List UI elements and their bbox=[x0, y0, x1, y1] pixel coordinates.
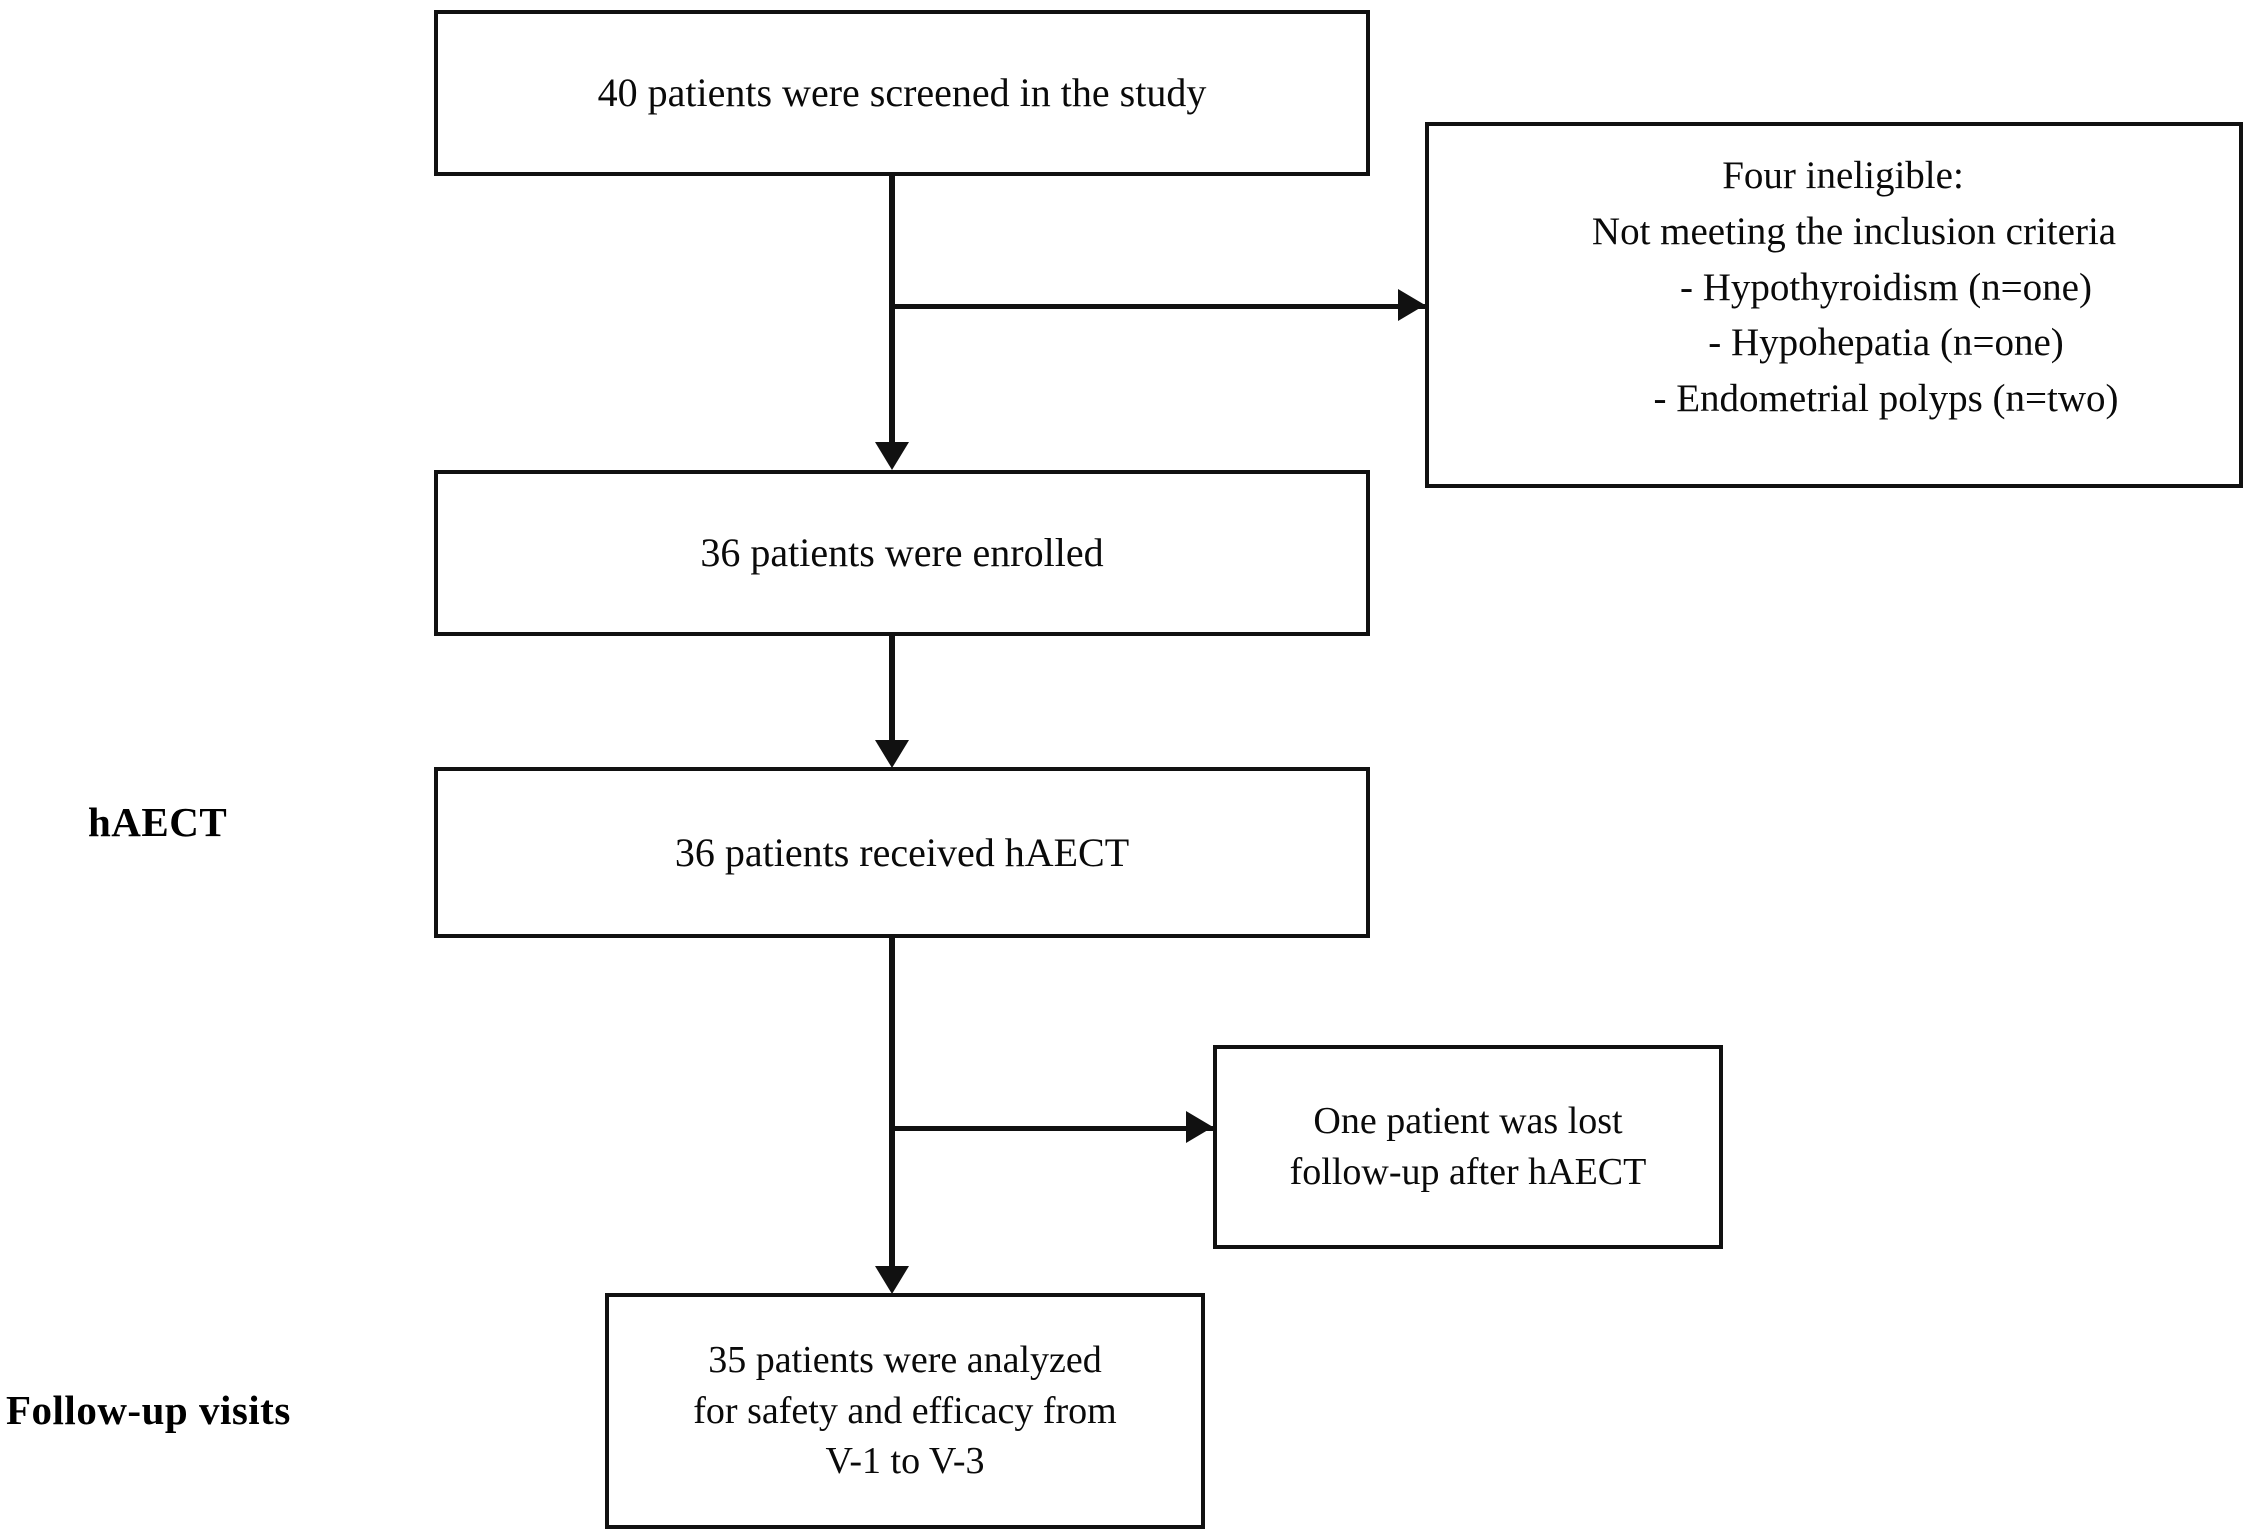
node-enrolled: 36 patients were enrolled bbox=[434, 470, 1370, 636]
node-screened-label: 40 patients were screened in the study bbox=[597, 70, 1207, 115]
node-analyzed-label: 35 patients were analyzed for safety and… bbox=[693, 1338, 1117, 1483]
node-lost-followup-label: One patient was lost follow-up after hAE… bbox=[1289, 1100, 1647, 1193]
ineligible-item-hypothyroidism: - Hypothyroidism (n=one) bbox=[1680, 265, 2092, 309]
connector-to-ineligible bbox=[892, 304, 1425, 309]
side-label-haect: hAECT bbox=[88, 799, 228, 845]
node-lost-followup: One patient was lost follow-up after hAE… bbox=[1213, 1045, 1723, 1249]
side-label-followup-visits: Follow-up visits bbox=[6, 1387, 291, 1433]
arrowhead-into-lost-followup bbox=[1186, 1111, 1213, 1143]
connector-enrolled-to-received bbox=[889, 636, 895, 742]
node-received-haect-label: 36 patients received hAECT bbox=[674, 829, 1130, 875]
ineligible-item-hypohepatia: - Hypohepatia (n=one) bbox=[1708, 321, 2064, 365]
node-analyzed: 35 patients were analyzed for safety and… bbox=[605, 1293, 1205, 1529]
connector-to-lost-followup bbox=[892, 1126, 1213, 1131]
arrowhead-into-analyzed bbox=[875, 1266, 909, 1294]
connector-received-to-branch bbox=[889, 938, 895, 1128]
ineligible-subtitle: Not meeting the inclusion criteria bbox=[1591, 209, 2117, 253]
connector-branch-to-analyzed bbox=[889, 1128, 895, 1268]
arrowhead-into-received-haect bbox=[875, 740, 909, 768]
ineligible-item-endometrial-polyps: - Endometrial polyps (n=two) bbox=[1653, 377, 2119, 421]
ineligible-title: Four ineligible: bbox=[1722, 154, 1964, 197]
arrowhead-into-ineligible bbox=[1398, 289, 1425, 321]
connector-branch-to-enrolled bbox=[889, 326, 895, 444]
connector-screened-to-branch bbox=[889, 176, 895, 326]
node-ineligible: Four ineligible: Not meeting the inclusi… bbox=[1425, 122, 2243, 488]
node-received-haect: 36 patients received hAECT bbox=[434, 767, 1370, 938]
arrowhead-into-enrolled bbox=[875, 442, 909, 470]
node-screened: 40 patients were screened in the study bbox=[434, 10, 1370, 176]
node-enrolled-label: 36 patients were enrolled bbox=[700, 530, 1104, 575]
